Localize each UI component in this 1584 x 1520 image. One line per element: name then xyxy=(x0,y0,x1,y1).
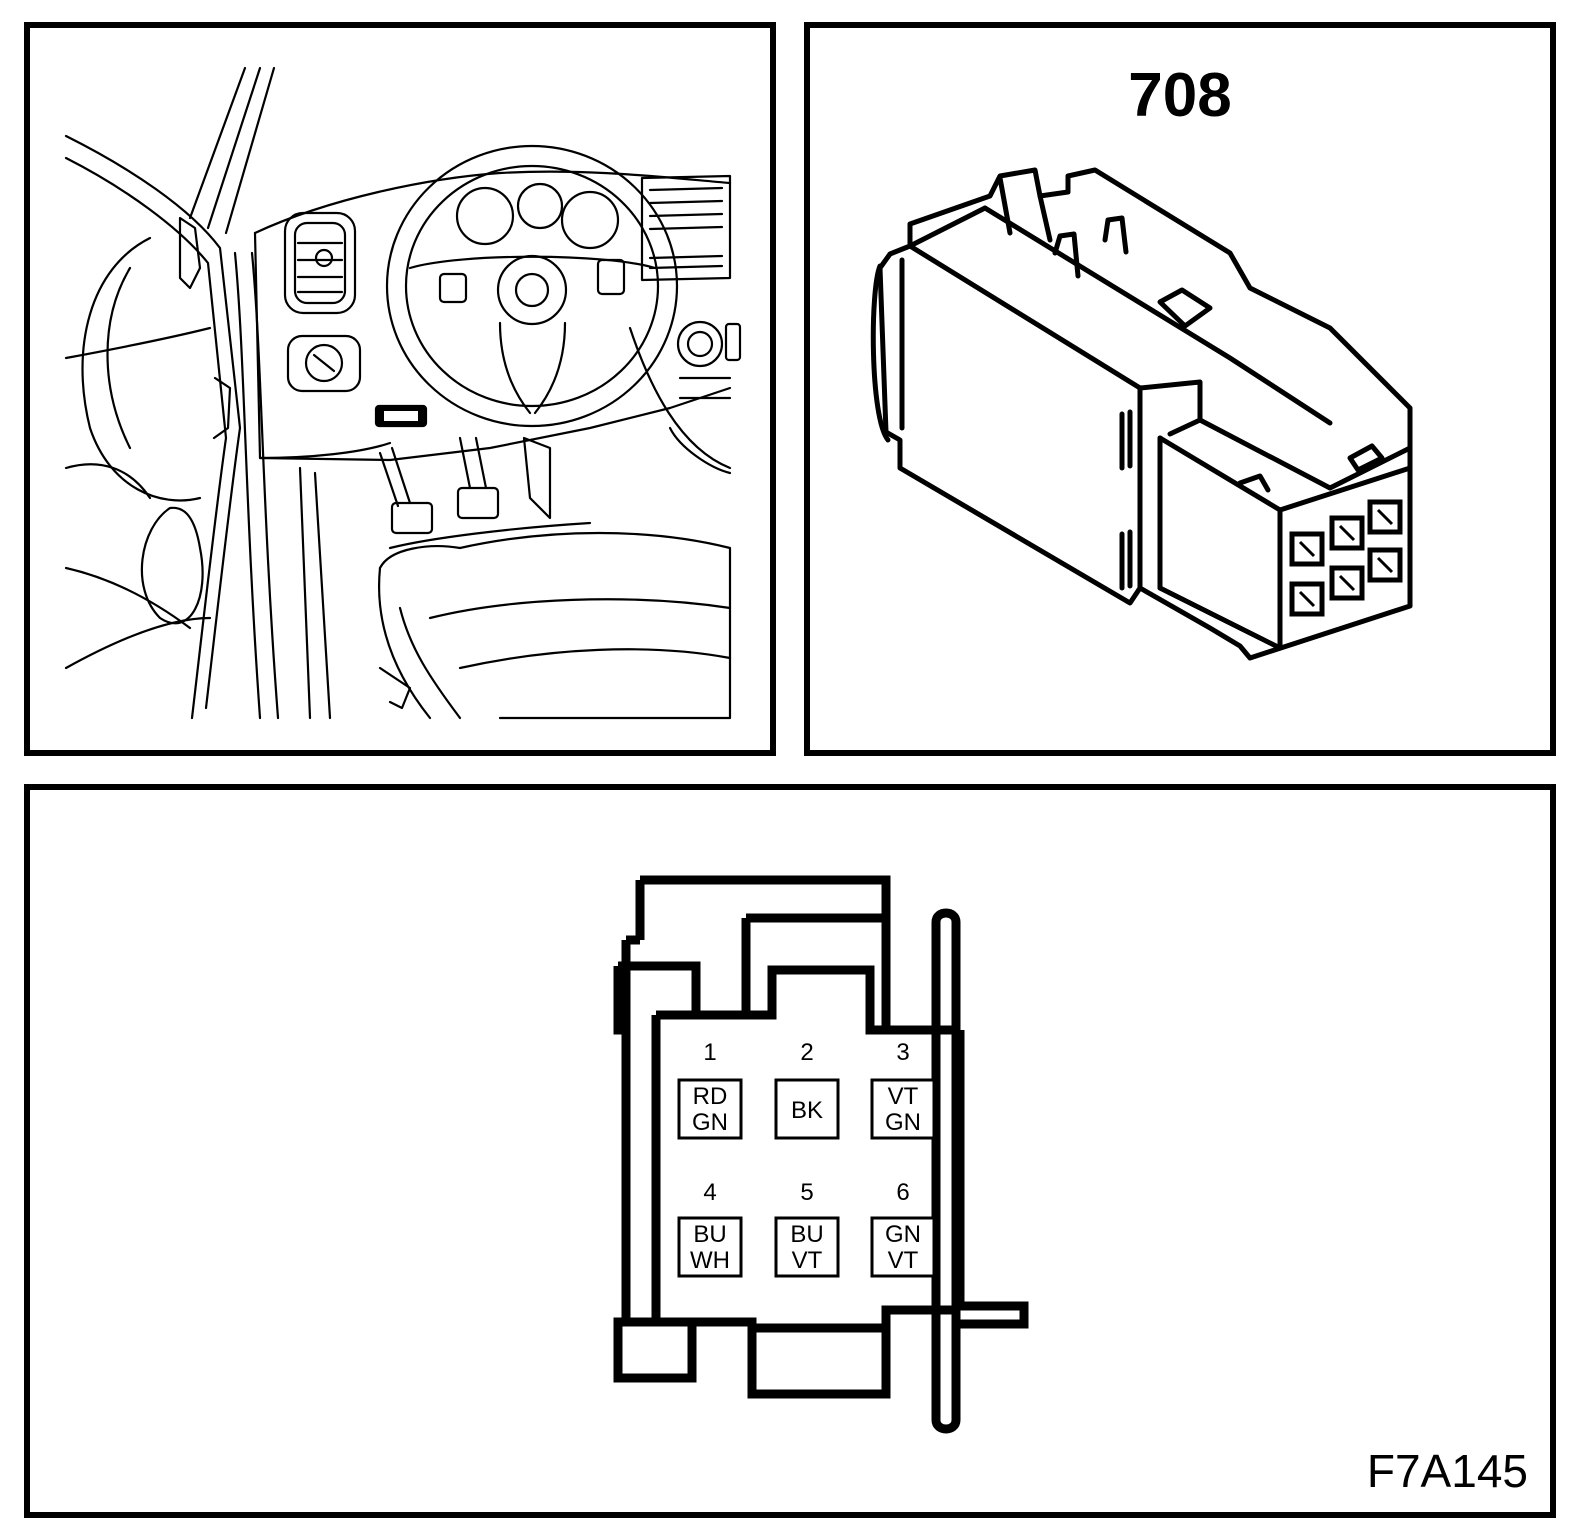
connector-cavities xyxy=(1289,499,1403,617)
connector-view-panel: 708 xyxy=(804,22,1556,756)
wire-color-label: BU xyxy=(790,1221,823,1248)
pin-box xyxy=(774,1216,840,1278)
wire-color-label: RD xyxy=(693,1083,728,1110)
wire-color-label: GN xyxy=(885,1109,921,1136)
pin-2: 2BK xyxy=(774,1039,840,1140)
car-interior-illustration xyxy=(64,66,742,720)
wire-color-label: WH xyxy=(690,1247,730,1274)
pin-number-label: 6 xyxy=(896,1179,909,1206)
wire-color-label: BU xyxy=(693,1221,726,1248)
location-illustration-panel xyxy=(24,22,776,756)
wire-color-label: GN xyxy=(885,1221,921,1248)
pin-number-label: 1 xyxy=(703,1039,716,1066)
cavity xyxy=(1367,547,1403,583)
pin-box xyxy=(870,1216,936,1278)
wire-color-label: BK xyxy=(791,1097,823,1124)
pin-number-label: 4 xyxy=(703,1179,716,1206)
pin-box xyxy=(677,1078,743,1140)
cavity xyxy=(1367,499,1403,535)
cavity xyxy=(1289,581,1325,617)
pin-number-label: 2 xyxy=(800,1039,813,1066)
pin-number-label: 5 xyxy=(800,1179,813,1206)
wire-color-label: VT xyxy=(792,1247,823,1274)
figure-code-label: F7A145 xyxy=(1366,1445,1528,1497)
pin-box xyxy=(774,1078,840,1140)
pin-box xyxy=(677,1216,743,1278)
wire-color-label: VT xyxy=(888,1083,919,1110)
connector-3d-illustration xyxy=(870,167,1413,661)
wire-color-label: VT xyxy=(888,1247,919,1274)
pin-box xyxy=(870,1078,936,1140)
pin-number-label: 3 xyxy=(896,1039,909,1066)
wire-color-label: GN xyxy=(692,1109,728,1136)
connector-number-label: 708 xyxy=(1128,61,1232,130)
